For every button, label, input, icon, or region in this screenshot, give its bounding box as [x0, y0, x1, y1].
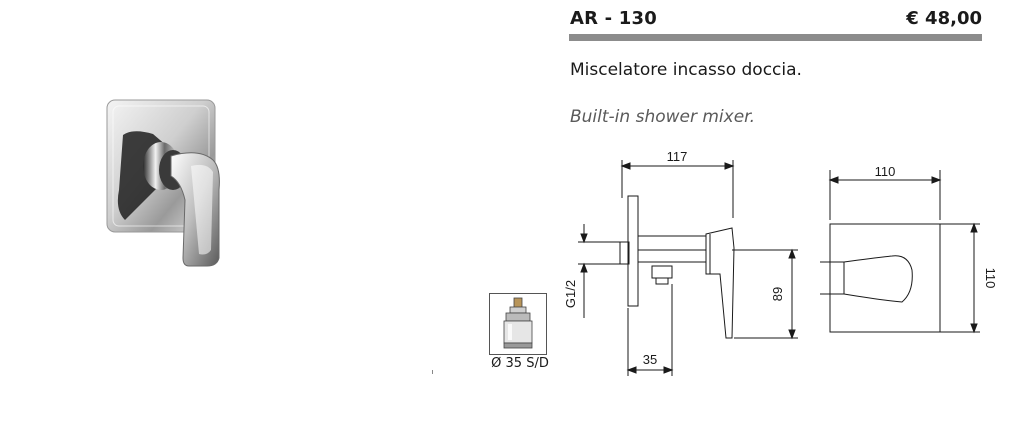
product-photo [106, 99, 220, 267]
product-code: AR - 130 [570, 8, 657, 29]
cartridge-label: Ø 35 S/D [491, 356, 549, 371]
cartridge-icon [503, 297, 533, 349]
cartridge-box [489, 293, 547, 355]
dim-plate-width: 110 [875, 164, 896, 179]
dim-side-depth: 35 [643, 352, 657, 367]
scan-mark [432, 370, 433, 374]
front-view-drawing: 110 110 [820, 164, 998, 334]
dim-thread: G1/2 [563, 280, 578, 308]
product-price: € 48,00 [906, 8, 982, 29]
header-divider [569, 34, 982, 41]
description-italian: Miscelatore incasso doccia. [570, 60, 802, 80]
dim-plate-height: 110 [983, 268, 998, 289]
dim-side-height: 89 [770, 287, 785, 301]
description-english: Built-in shower mixer. [570, 107, 756, 127]
dim-side-width: 117 [667, 149, 688, 164]
side-view-drawing: 117 35 89 G1/2 [563, 149, 798, 376]
